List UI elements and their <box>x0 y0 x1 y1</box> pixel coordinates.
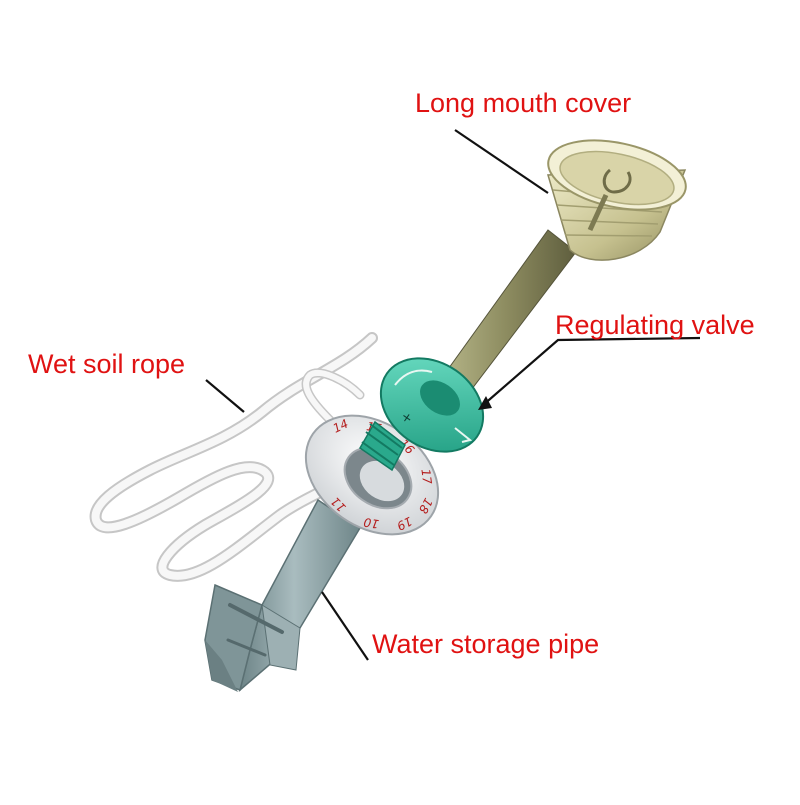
label-long-mouth-cover: Long mouth cover <box>415 88 632 118</box>
leader-line-rope <box>205 379 245 413</box>
arrowhead-valve <box>478 396 492 410</box>
dial-number: 14 <box>331 417 351 436</box>
wet-soil-rope <box>89 332 378 582</box>
dial-number: 10 <box>362 515 380 531</box>
long-mouth-cover <box>547 139 687 261</box>
dial-number: 17 <box>418 468 434 485</box>
leader-line-cover <box>454 129 549 194</box>
leader-lines <box>205 129 701 661</box>
dial-number: 19 <box>395 514 415 533</box>
label-wet-soil-rope: Wet soil rope <box>28 349 186 379</box>
label-regulating-valve: Regulating valve <box>555 310 755 340</box>
graduated-dial: 1415161718191011 <box>304 414 440 536</box>
regulating-valve: + <box>359 357 485 472</box>
leader-line-valve <box>481 336 701 407</box>
leader-line-pipe <box>321 591 369 661</box>
water-storage-pipe <box>204 498 362 693</box>
dial-number: 18 <box>416 496 436 516</box>
label-water-storage-pipe: Water storage pipe <box>372 629 600 659</box>
